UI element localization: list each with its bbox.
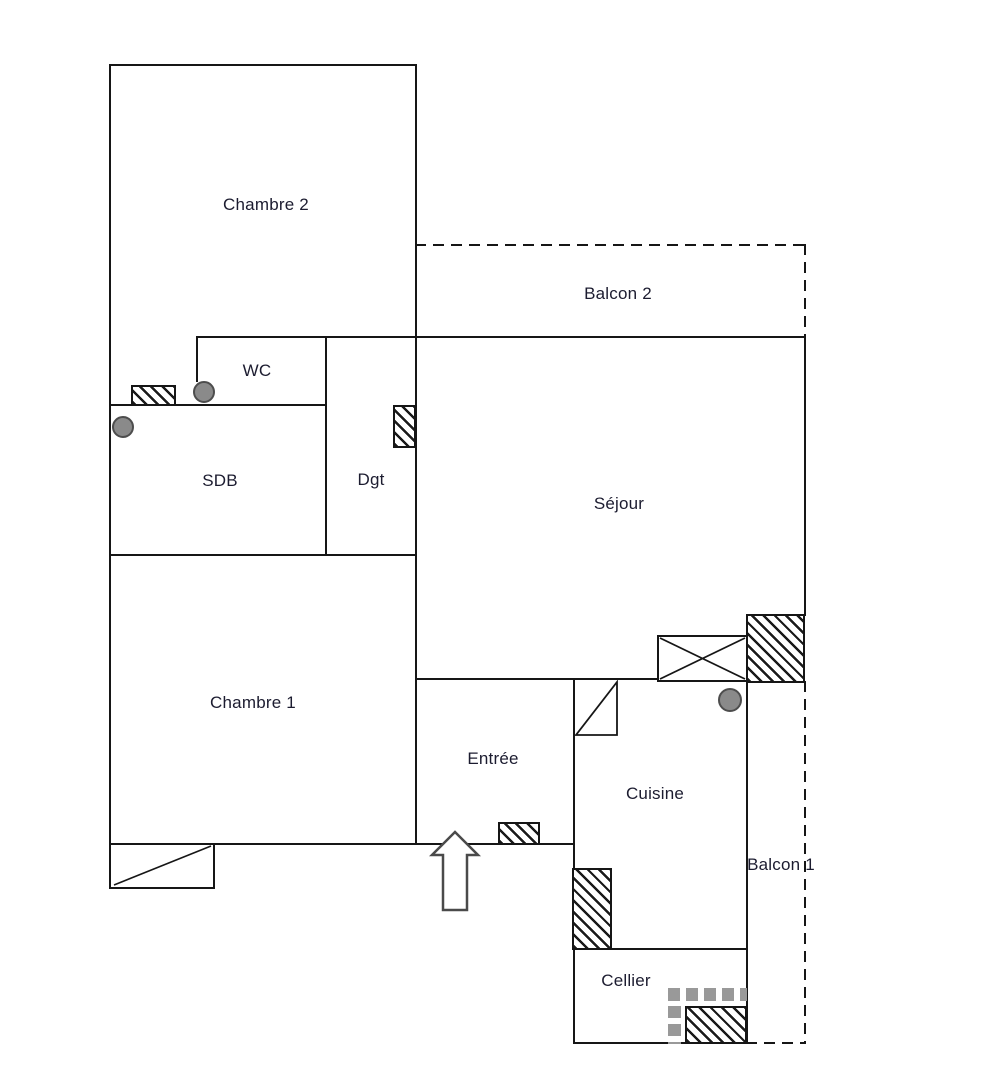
hatch-dgt-sejour-doorway (393, 405, 416, 448)
wall-entree-cuisine-divider (573, 678, 575, 1044)
room-label-balcon1: Balcon 1 (747, 855, 815, 874)
room-label-entree: Entrée (467, 749, 519, 768)
wall-outer-left (109, 64, 111, 845)
door-swing-cuisine (574, 679, 618, 736)
pivot-marker-sdb (112, 416, 134, 438)
wall-wc-sejour-top (196, 336, 806, 338)
wall-sejour-bottom (415, 678, 659, 680)
wall-sdb-bottom (109, 554, 417, 556)
balcon1-outline-bottom (746, 1042, 806, 1044)
wall-chambre2-top (109, 64, 417, 66)
wall-center-vertical (415, 64, 417, 845)
wall-cuisine-cellier-divider (573, 948, 748, 950)
hatch-sejour-balcony-window (746, 614, 805, 683)
balcon1-outline-right (804, 681, 806, 1044)
window-cross-box (657, 635, 748, 682)
room-label-chambre1: Chambre 1 (210, 693, 296, 712)
hatch-sdb-doorway (131, 385, 176, 406)
wall-wc-dgt-divider (325, 336, 327, 556)
room-label-sejour: Séjour (593, 494, 645, 513)
balcon2-outline-right (804, 244, 806, 338)
pivot-marker-cuisine (718, 688, 742, 712)
dotted-strip-vertical (668, 1006, 681, 1044)
hatch-cuisine-wall (572, 868, 612, 950)
room-label-sdb: SDB (202, 471, 238, 490)
room-label-balcon2: Balcon 2 (584, 284, 652, 303)
dotted-strip-horizontal (668, 988, 747, 1001)
pivot-marker-wc (193, 381, 215, 403)
balcon2-outline-top (415, 244, 806, 246)
wall-cuisine-right (746, 680, 748, 1044)
wall-sejour-right (804, 336, 806, 616)
room-label-cuisine: Cuisine (625, 784, 685, 803)
wall-chambre1-entree-bottom (109, 843, 575, 845)
room-label-wc: WC (242, 361, 272, 380)
hatch-entree-doorway (498, 822, 540, 845)
exterior-closet-box (109, 843, 215, 889)
room-label-cellier: Cellier (601, 971, 651, 990)
wall-cellier-bottom (573, 1042, 748, 1044)
room-label-chambre2: Chambre 2 (223, 195, 309, 214)
room-label-dgt: Dgt (357, 470, 385, 489)
wall-sdb-top (109, 404, 327, 406)
wall-wc-left (196, 336, 198, 382)
hatch-cellier-window (685, 1006, 747, 1044)
